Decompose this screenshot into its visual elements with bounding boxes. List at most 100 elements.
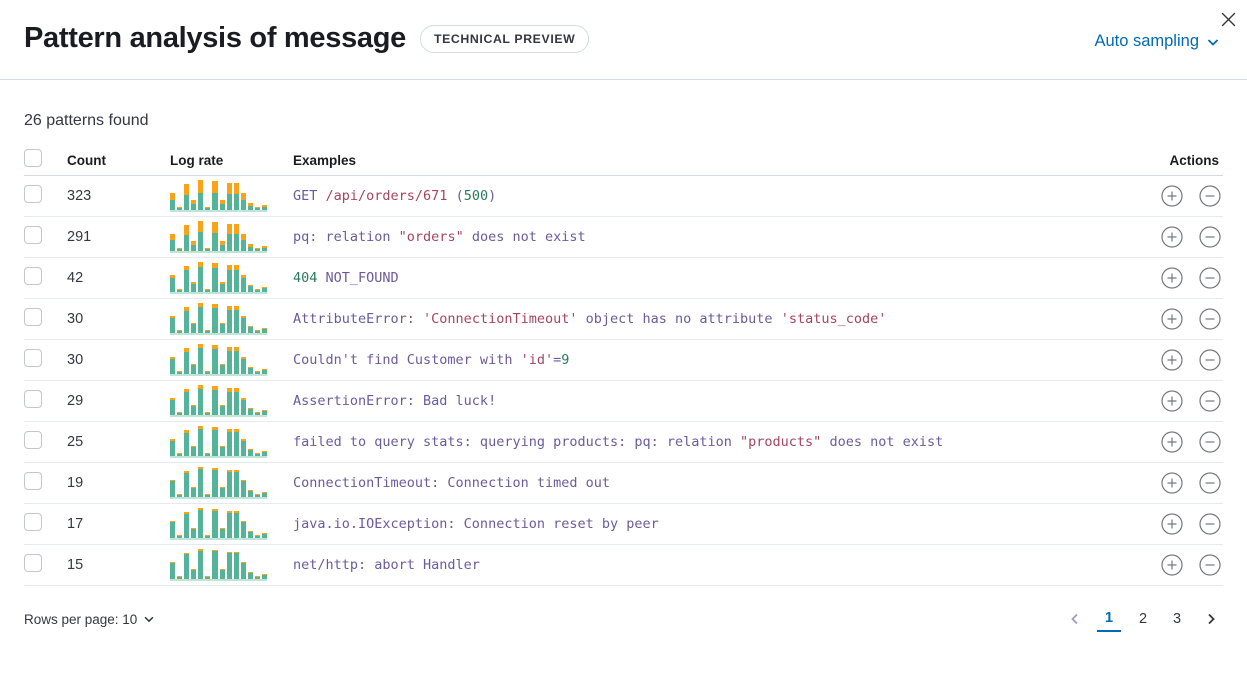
table-row: 19 ConnectionTimeout: Connection timed o… xyxy=(24,463,1223,504)
minus-circle-icon xyxy=(1199,226,1221,248)
filter-for-pattern-button[interactable] xyxy=(1161,472,1183,494)
filter-for-pattern-button[interactable] xyxy=(1161,349,1183,371)
pattern-example: failed to query stats: querying products… xyxy=(293,434,944,450)
plus-circle-icon xyxy=(1161,390,1183,412)
filter-out-pattern-button[interactable] xyxy=(1199,349,1221,371)
pattern-example: AssertionError: Bad luck! xyxy=(293,393,497,409)
rows-per-page-label: Rows per page: 10 xyxy=(24,611,138,627)
row-checkbox[interactable] xyxy=(24,307,42,326)
row-checkbox[interactable] xyxy=(24,184,42,203)
page-button-1[interactable]: 1 xyxy=(1097,606,1121,632)
filter-for-pattern-button[interactable] xyxy=(1161,226,1183,248)
row-checkbox[interactable] xyxy=(24,389,42,408)
previous-page-button[interactable] xyxy=(1063,607,1087,631)
minus-circle-icon xyxy=(1199,308,1221,330)
minus-circle-icon xyxy=(1199,554,1221,576)
plus-circle-icon xyxy=(1161,472,1183,494)
plus-circle-icon xyxy=(1161,226,1183,248)
pattern-example: ConnectionTimeout: Connection timed out xyxy=(293,475,610,491)
plus-circle-icon xyxy=(1161,431,1183,453)
sampling-label: Auto sampling xyxy=(1094,32,1199,50)
chevron-down-icon xyxy=(144,616,154,623)
plus-circle-icon xyxy=(1161,267,1183,289)
filter-out-pattern-button[interactable] xyxy=(1199,267,1221,289)
close-button[interactable] xyxy=(1213,4,1243,34)
filter-out-pattern-button[interactable] xyxy=(1199,390,1221,412)
filter-for-pattern-button[interactable] xyxy=(1161,267,1183,289)
patterns-found-summary: 26 patterns found xyxy=(24,112,149,129)
log-rate-sparkline xyxy=(170,549,268,581)
plus-circle-icon xyxy=(1161,349,1183,371)
minus-circle-icon xyxy=(1199,267,1221,289)
row-checkbox[interactable] xyxy=(24,430,42,449)
filter-out-pattern-button[interactable] xyxy=(1199,185,1221,207)
filter-out-pattern-button[interactable] xyxy=(1199,431,1221,453)
pattern-count: 30 xyxy=(67,352,84,368)
plus-circle-icon xyxy=(1161,554,1183,576)
filter-for-pattern-button[interactable] xyxy=(1161,390,1183,412)
plus-circle-icon xyxy=(1161,308,1183,330)
select-all-checkbox[interactable] xyxy=(24,148,42,167)
filter-out-pattern-button[interactable] xyxy=(1199,513,1221,535)
filter-for-pattern-button[interactable] xyxy=(1161,431,1183,453)
pattern-count: 30 xyxy=(67,311,84,327)
row-checkbox[interactable] xyxy=(24,266,42,285)
minus-circle-icon xyxy=(1199,390,1221,412)
pattern-example: Couldn't find Customer with 'id'=9 xyxy=(293,352,570,368)
row-checkbox[interactable] xyxy=(24,225,42,244)
log-rate-column-header: Log rate xyxy=(170,152,224,168)
table-row: 323 GET /api/orders/671 (500) xyxy=(24,176,1223,217)
page-title: Pattern analysis of message xyxy=(24,22,406,54)
chevron-left-icon xyxy=(1071,613,1078,625)
filter-out-pattern-button[interactable] xyxy=(1199,226,1221,248)
log-rate-sparkline xyxy=(170,426,268,458)
log-rate-sparkline xyxy=(170,467,268,499)
pattern-count: 323 xyxy=(67,188,92,204)
log-rate-sparkline xyxy=(170,221,268,253)
log-rate-sparkline xyxy=(170,180,268,212)
row-checkbox[interactable] xyxy=(24,348,42,367)
sampling-dropdown[interactable]: Auto sampling xyxy=(1094,32,1221,51)
row-checkbox[interactable] xyxy=(24,553,42,572)
plus-circle-icon xyxy=(1161,513,1183,535)
pattern-count: 29 xyxy=(67,393,84,409)
pattern-count: 291 xyxy=(67,229,92,245)
pattern-example: pq: relation "orders" does not exist xyxy=(293,229,586,245)
technical-preview-badge: TECHNICAL PREVIEW xyxy=(419,24,590,53)
log-rate-sparkline xyxy=(170,262,268,294)
table-row: 25 failed to query stats: querying produ… xyxy=(24,422,1223,463)
log-rate-sparkline xyxy=(170,303,268,335)
pattern-example: GET /api/orders/671 (500) xyxy=(293,188,497,204)
pattern-count: 15 xyxy=(67,557,84,573)
minus-circle-icon xyxy=(1199,185,1221,207)
chevron-right-icon xyxy=(1208,613,1215,625)
filter-out-pattern-button[interactable] xyxy=(1199,308,1221,330)
patterns-table: Count Log rate Examples Actions 323 GET … xyxy=(24,145,1223,586)
next-page-button[interactable] xyxy=(1199,607,1223,631)
filter-for-pattern-button[interactable] xyxy=(1161,513,1183,535)
filter-out-pattern-button[interactable] xyxy=(1199,472,1221,494)
close-icon xyxy=(1221,12,1235,26)
pattern-count: 19 xyxy=(67,475,84,491)
table-row: 30 Couldn't find Customer with 'id'=9 xyxy=(24,340,1223,381)
filter-for-pattern-button[interactable] xyxy=(1161,185,1183,207)
log-rate-sparkline xyxy=(170,344,268,376)
log-rate-sparkline xyxy=(170,385,268,417)
header-divider xyxy=(0,79,1247,80)
row-checkbox[interactable] xyxy=(24,512,42,531)
filter-out-pattern-button[interactable] xyxy=(1199,554,1221,576)
pattern-example: AttributeError: 'ConnectionTimeout' obje… xyxy=(293,311,887,327)
minus-circle-icon xyxy=(1199,349,1221,371)
page-button-3[interactable]: 3 xyxy=(1165,606,1189,632)
chevron-down-icon xyxy=(1207,38,1219,46)
pattern-example: net/http: abort Handler xyxy=(293,557,480,573)
rows-per-page-button[interactable]: Rows per page: 10 xyxy=(24,612,156,627)
page-button-2[interactable]: 2 xyxy=(1131,606,1155,632)
row-checkbox[interactable] xyxy=(24,471,42,490)
table-row: 291 pq: relation "orders" does not exist xyxy=(24,217,1223,258)
filter-for-pattern-button[interactable] xyxy=(1161,554,1183,576)
filter-for-pattern-button[interactable] xyxy=(1161,308,1183,330)
pattern-count: 25 xyxy=(67,434,84,450)
